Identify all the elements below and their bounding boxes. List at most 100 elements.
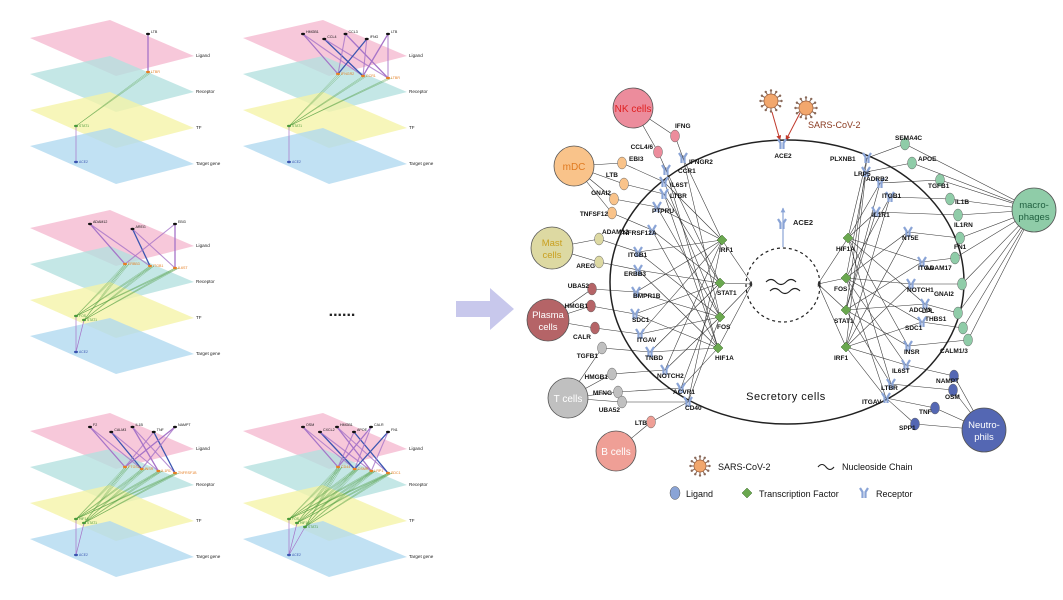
receptor-node: LTBR [659,188,687,200]
tf-receptor-edge [75,265,151,317]
b-cells-body [595,430,637,472]
ligand-icon [935,173,945,187]
interaction-edge [598,238,639,253]
tf-receptor-edge [296,470,376,524]
ligand-icon [949,369,959,383]
receptor-icon [633,246,643,257]
receptor-icon [631,286,641,297]
ligand-node-label: AREG [136,225,146,229]
ligand-receptor-edge [370,431,389,472]
ligand-plane-label: Ligand [409,53,423,58]
ligand-node: TNF [919,401,940,416]
tf-receptor-edge [83,466,128,524]
ligand-receptor-edge [337,38,368,75]
virus-spike-tip [698,474,702,477]
ligand-node-label: IL1B [136,423,144,427]
receptor-node: IL1R1 [871,206,890,219]
target-node [74,350,78,354]
ligand-label: LTB [606,172,618,179]
virus-spike-tip [760,105,764,108]
virus-spike-tip [795,101,799,104]
receptor-label: IL6ST [892,368,910,375]
receptor-label: BMPR1B [633,293,661,300]
interaction-edge [845,283,912,348]
ligand-icon [930,401,940,415]
receptor-node: PLXNB1 [830,152,872,163]
sars-cov-2-virus-icon [759,89,783,113]
ligand-node: LPL [922,306,963,320]
interaction-edge [921,257,956,264]
tf-node: STAT1 [714,277,737,297]
receptor-label: INSR [904,349,920,356]
virus-spike-tip [799,115,802,119]
ligand-receptor-edge [319,431,356,470]
tf-node [303,525,307,529]
receptor-label: PTPRU [652,208,674,215]
legend-ligand-label: Ligand [686,489,713,499]
receptor-label: TNBD [645,355,663,362]
ligand-receptor-edge [132,228,176,269]
ligand-icon [646,415,656,429]
interaction-edge [649,346,719,353]
tf-receptor-edge [304,468,355,528]
receptor-node [123,465,127,469]
tf-plane-label: TF [196,125,202,130]
ligand-label: CCL4/6 [631,144,654,151]
tf-diamond-icon [840,341,852,353]
virus-spike-tip [703,456,706,459]
tf-node-label: FOS [292,517,300,521]
tf-receptor-edge [75,71,149,127]
tf-receptor-edge [304,472,391,528]
ligand-plane [243,413,407,469]
tf-label: STAT1 [834,318,854,325]
ligand-plane-label: Ligand [196,53,210,58]
interaction-edge [634,313,719,349]
tf-receptor-edge [288,77,393,127]
target-node [287,160,291,164]
ligand-node: LTB [635,415,656,429]
tf-receptor-edge [304,470,376,528]
ligand-label: CALM1/3 [940,348,968,355]
ligand-node [173,425,177,429]
tf-receptor-edge [83,263,126,321]
interaction-edge [844,157,868,311]
neutrophils-body [961,407,1007,453]
tf-label: HIF1A [836,246,855,253]
receptor-icon [683,396,693,407]
receptor-node: CD40 [683,396,702,412]
tf-receptor-edge [83,265,155,321]
macrophages-label: macro- [1019,200,1049,211]
ligand-node [335,425,339,429]
receptor-label: ERBB3 [624,271,646,278]
plasma-cells-body [526,298,570,342]
virus-spike-tip [775,90,778,94]
tf-receptor-edge [288,75,368,127]
tf-label: IRF1 [719,247,733,254]
tf-receptor-edge [83,470,161,524]
svg-text:......: ...... [329,303,356,320]
tf-receptor-edge [296,472,393,524]
ligand-node [130,425,135,429]
virus-spike-tip [690,469,693,472]
ligand-receptor-edge [362,33,389,77]
virus-spike-tip [690,460,693,463]
ligand-node: OSM [945,383,960,401]
ligand-receptor-edge [362,38,368,77]
receptor-plane [30,449,194,505]
virus-spike-tip [810,115,813,119]
tf-node-label: FOS [79,314,87,318]
tf-diamond-icon [840,272,852,284]
legend-receptor-label: Receptor [876,489,913,499]
target-node-label: ACE2 [292,553,301,557]
receptor-plane-label: Receptor [196,482,215,487]
receptor-node: ACVR1 [673,382,695,396]
interaction-edge [845,277,887,399]
receptor-icon [920,298,930,309]
tf-receptor-edge [304,468,357,528]
ligand-node: CALR [573,321,600,341]
receptor-node [336,465,340,469]
ligand-node: FN1 [954,231,967,251]
receptor-label: LTBR [670,193,687,200]
